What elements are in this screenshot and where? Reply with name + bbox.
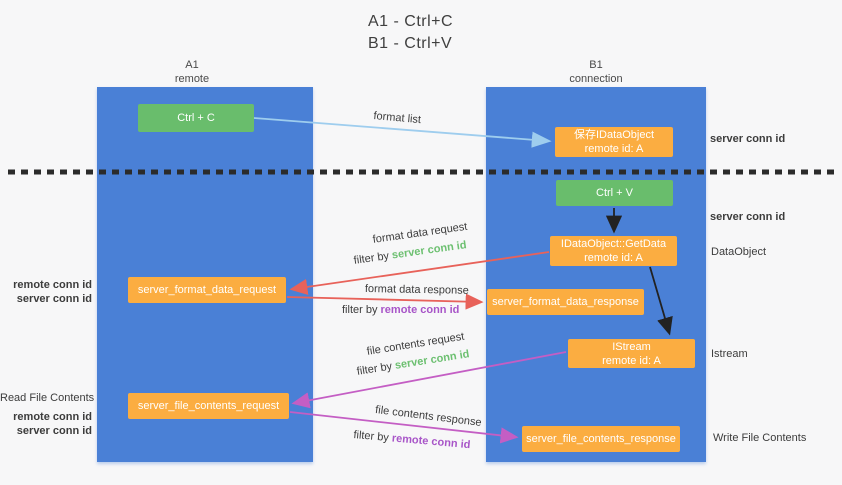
column-a1-name: A1 (185, 59, 199, 71)
server-conn-id-text: server conn id (391, 239, 468, 262)
filter-by-text: filter by (342, 304, 381, 316)
label-istream: Istream (711, 348, 748, 360)
label-server-conn-id-top-right: server conn id (710, 133, 786, 145)
node-ctrl-v: Ctrl + V (556, 180, 673, 206)
node-server-format-data-response-label: server_format_data_response (492, 296, 639, 308)
node-idataobject-getdata: IDataObject::GetData remote id: A (550, 236, 677, 266)
filter-by-text: filter by (356, 359, 396, 378)
diagram-title: A1 - Ctrl+C B1 - Ctrl+V (368, 11, 453, 55)
node-server-file-contents-response-label: server_file_contents_response (526, 433, 676, 445)
node-server-file-contents-request-label: server_file_contents_request (137, 400, 280, 412)
title-line-2: B1 - Ctrl+V (368, 35, 453, 52)
edge-label-format-list: format list (372, 110, 422, 127)
node-idataobject-getdata-line1: IDataObject::GetData (560, 238, 667, 250)
arrow-format-data-response (286, 293, 484, 310)
label-write-file-contents: Write File Contents (713, 432, 807, 444)
column-a1-subtitle: remote (174, 73, 210, 85)
node-save-dataobject-line2: remote id: A (584, 143, 644, 155)
node-idataobject-getdata-line2: remote id: A (584, 252, 643, 264)
filter-by-text: filter by (353, 249, 393, 267)
node-istream-line2: remote id: A (602, 354, 661, 367)
node-ctrl-v-label: Ctrl + V (596, 187, 633, 199)
node-ctrl-c: Ctrl + C (138, 104, 254, 132)
node-istream: IStream remote id: A (568, 339, 695, 368)
label-server-conn-id-mid-right: server conn id (710, 211, 786, 223)
label-read-file-contents: Read File Contents (0, 392, 95, 404)
node-server-file-contents-request: server_file_contents_request (128, 393, 289, 419)
node-save-dataobject-line1: 保存IDataObject (573, 129, 655, 141)
column-b1-subtitle: connection (569, 73, 623, 85)
label-server-conn-id-left-1: server conn id (16, 293, 92, 305)
label-server-conn-id-left-2: server conn id (16, 425, 92, 437)
column-b1-name: B1 (589, 59, 603, 71)
edge-label-filter-file-response: filter by remote conn id (353, 429, 471, 451)
edge-label-filter-format-response: filter by remote conn id (342, 304, 459, 316)
title-line-1: A1 - Ctrl+C (368, 13, 454, 30)
label-remote-conn-id-left-2: remote conn id (13, 411, 92, 423)
filter-by-text: filter by (352, 429, 393, 445)
label-remote-conn-id-left-1: remote conn id (13, 279, 92, 291)
node-server-format-data-request-label: server_format_data_request (137, 284, 277, 296)
remote-conn-id-text: remote conn id (391, 432, 471, 452)
label-dataobject: DataObject (711, 246, 767, 258)
node-istream-line1: IStream (612, 340, 651, 353)
node-save-dataobject: 保存IDataObject remote id: A (555, 127, 673, 157)
node-ctrl-c-label: Ctrl + C (177, 112, 215, 124)
node-server-format-data-request: server_format_data_request (128, 277, 286, 303)
remote-conn-id-text: remote conn id (380, 304, 460, 316)
column-header-a1: A1 remote (84, 58, 300, 86)
edge-label-format-data-response: format data response (364, 283, 469, 297)
edge-label-file-contents-response: file contents response (374, 404, 483, 429)
node-server-file-contents-response: server_file_contents_response (522, 426, 680, 452)
column-header-b1: B1 connection (488, 58, 704, 86)
edge-label-filter-format-request: filter by server conn id (353, 239, 467, 267)
node-server-format-data-response: server_format_data_response (487, 289, 644, 315)
